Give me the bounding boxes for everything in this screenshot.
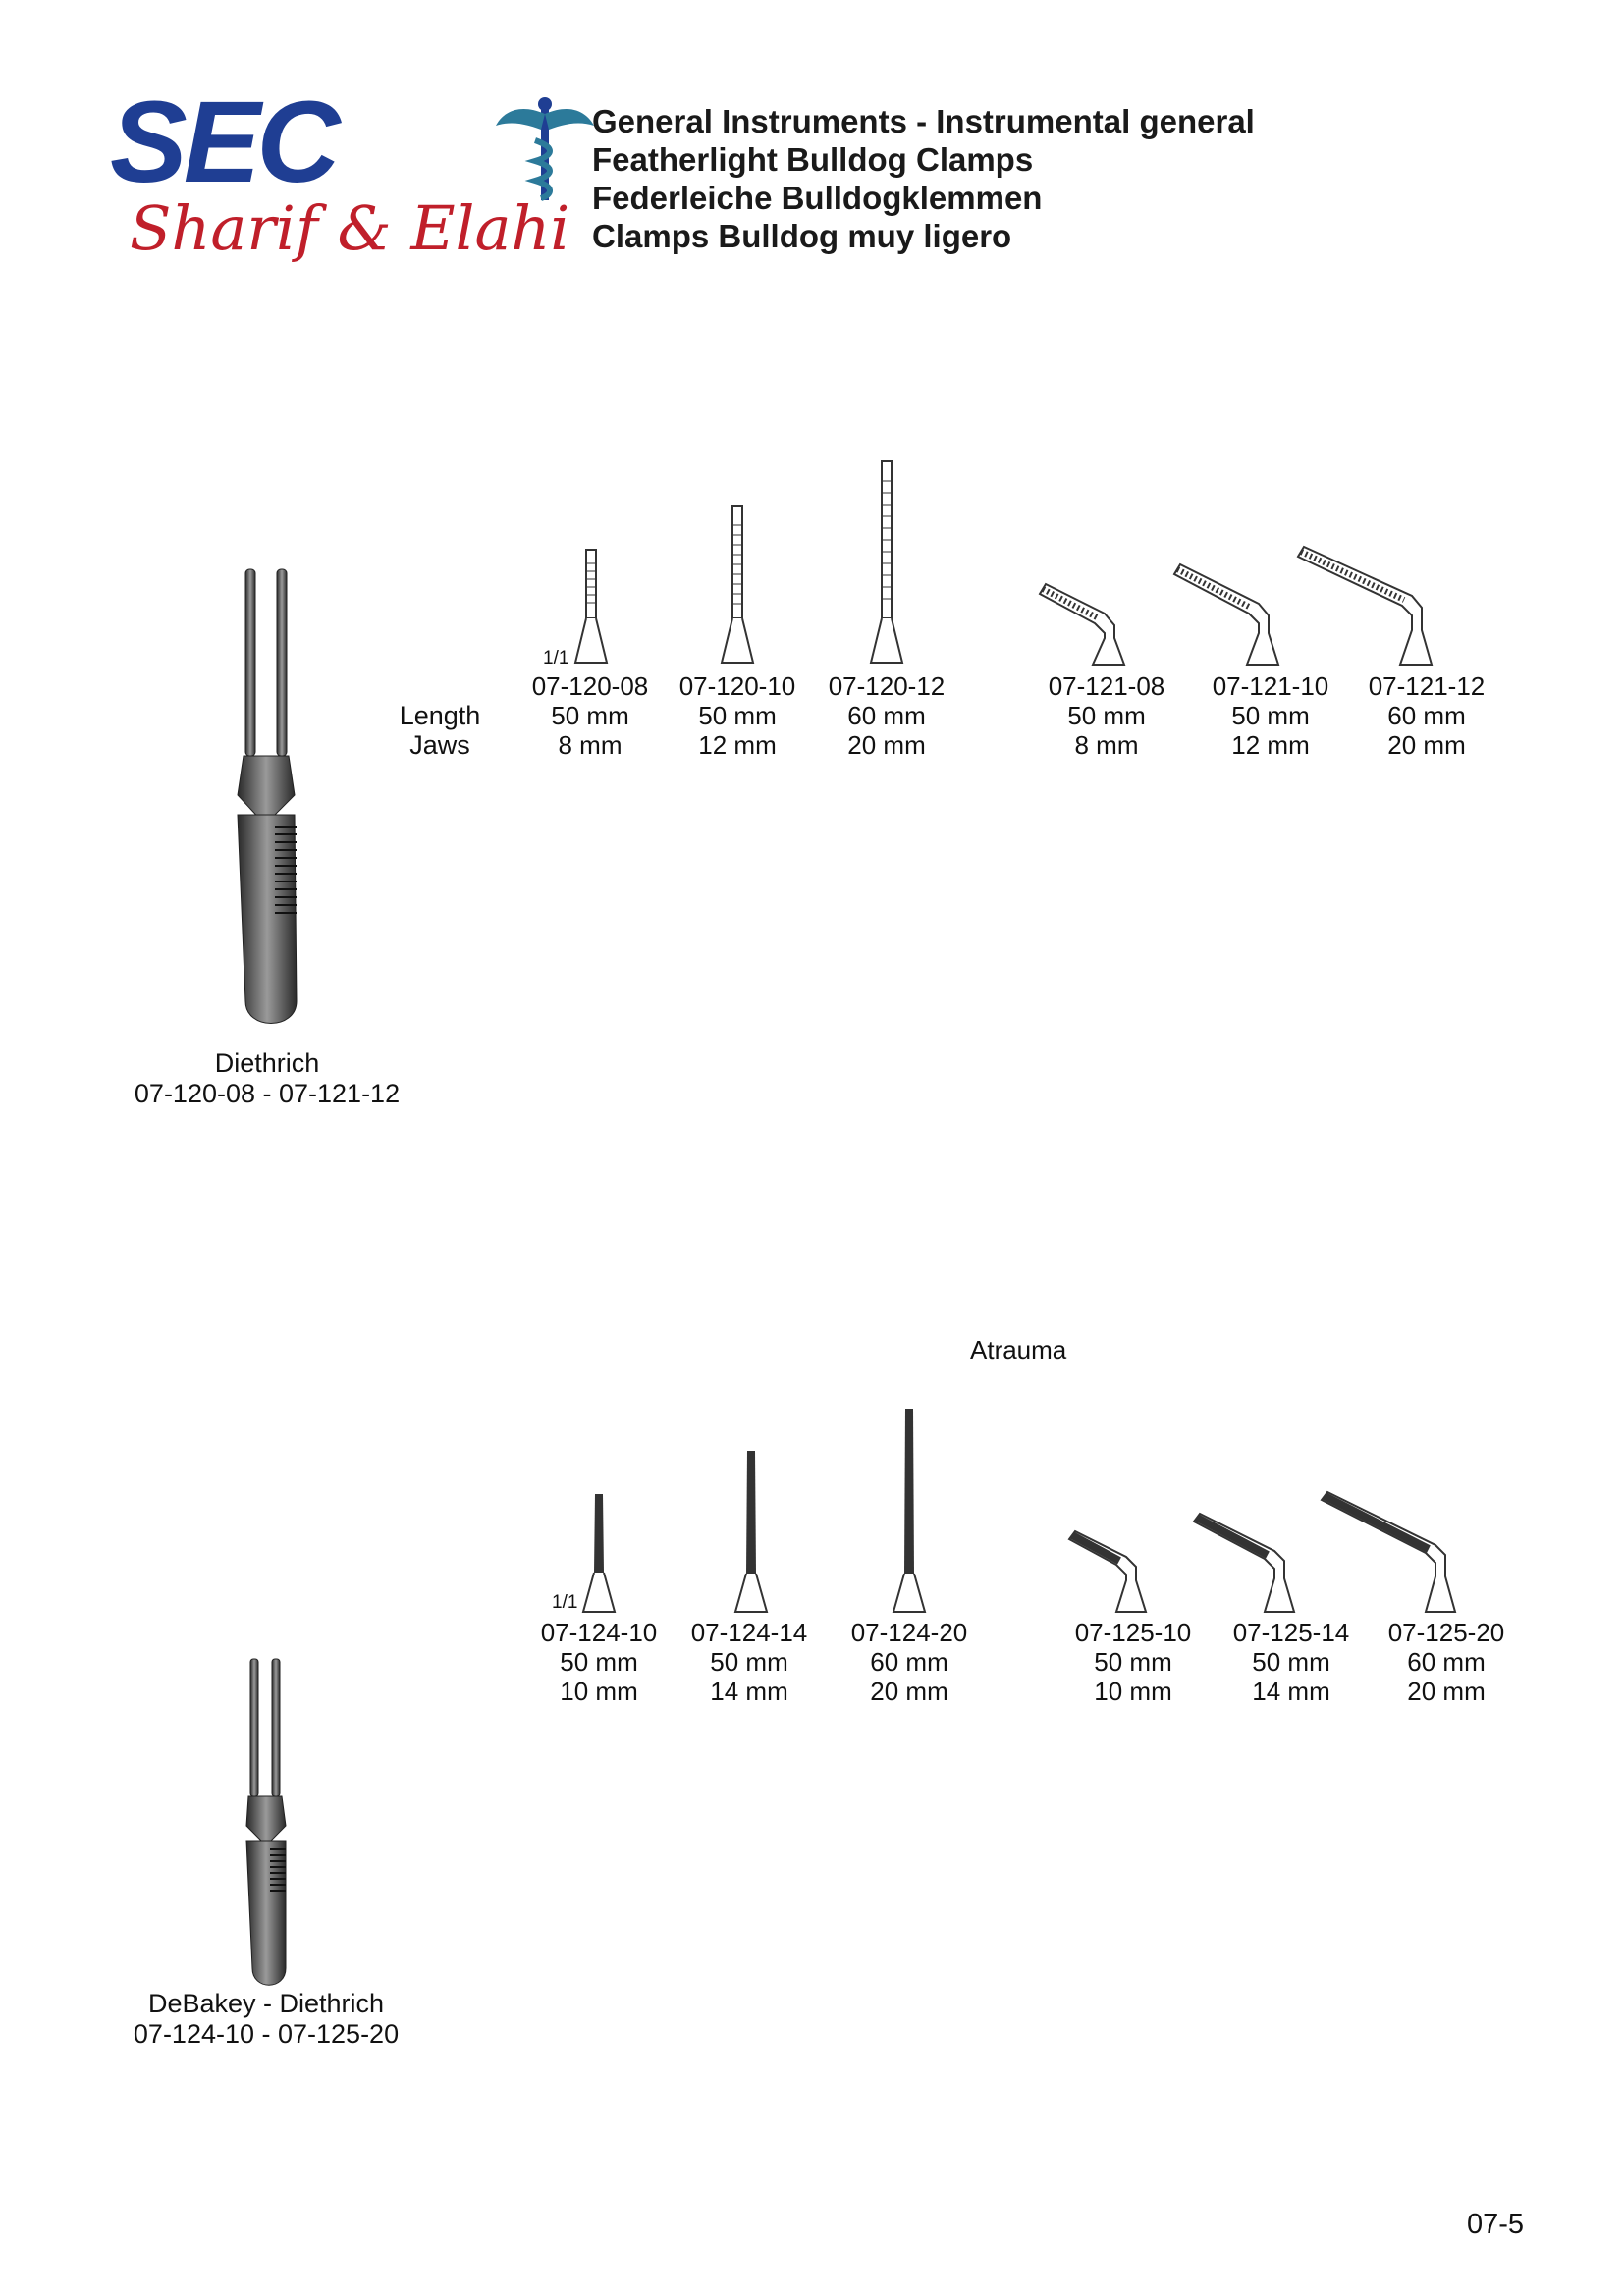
header-line-3: Federleiche Bulldogklemmen [592,180,1043,216]
clamp-07-124-20-drawing [892,1409,927,1613]
clamp-07-121-12-drawing [1296,545,1434,666]
diethrich-clamp-illustration [237,568,298,1024]
diethrich-range: 07-120-08 - 07-121-12 [134,1079,401,1108]
spec-column: 07-120-08 50 mm 8 mm [526,671,654,760]
item-code: 07-120-10 [678,671,796,701]
item-length: 50 mm [551,701,629,730]
spec-column: 07-121-12 60 mm 20 mm [1363,671,1490,760]
logo-brand-text: SEC [110,78,341,207]
spec-column: 07-124-14 50 mm 14 mm [685,1618,813,1706]
item-length: 60 mm [1387,701,1466,730]
item-length: 60 mm [847,701,926,730]
item-jaws: 12 mm [698,730,777,760]
clamp-07-124-10-drawing [581,1494,617,1613]
section1-scale-label: 1/1 [543,648,569,668]
header-titles: General Instruments - Instrumental gener… [592,102,1255,255]
diethrich-caption: Diethrich 07-120-08 - 07-121-12 [120,1048,414,1109]
header-line-2: Featherlight Bulldog Clamps [592,141,1034,178]
spec-column: 07-125-14 50 mm 14 mm [1227,1618,1355,1706]
item-jaws: 20 mm [1407,1677,1486,1706]
header-line-1: General Instruments - Instrumental gener… [592,103,1255,139]
diethrich-name: Diethrich [214,1048,320,1078]
atrauma-heading: Atrauma [970,1335,1067,1364]
debakey-clamp-illustration [245,1658,287,1986]
item-length: 60 mm [870,1647,948,1677]
clamp-07-121-08-drawing [1038,582,1126,666]
header-line-4: Clamps Bulldog muy ligero [592,218,1012,254]
clamp-07-120-12-drawing [869,460,904,664]
item-code: 07-124-20 [850,1618,968,1647]
item-jaws: 8 mm [558,730,623,760]
item-jaws: 20 mm [870,1677,948,1706]
item-jaws: 12 mm [1231,730,1310,760]
item-jaws: 14 mm [710,1677,788,1706]
spec-column: 07-124-20 60 mm 20 mm [845,1618,973,1706]
spec-column: 07-121-08 50 mm 8 mm [1043,671,1170,760]
page-number: 07-5 [1467,2209,1525,2240]
spec-column: 07-125-20 60 mm 20 mm [1382,1618,1510,1706]
item-length: 50 mm [1252,1647,1330,1677]
spec-column: 07-121-10 50 mm 12 mm [1207,671,1334,760]
item-length: 50 mm [698,701,777,730]
item-jaws: 20 mm [1387,730,1466,760]
spec-column: 07-124-10 50 mm 10 mm [535,1618,663,1706]
jaws-row-label: Jaws [409,730,470,760]
section2-scale-label: 1/1 [552,1592,578,1613]
item-code: 07-121-08 [1048,671,1165,701]
clamp-07-125-20-drawing [1320,1490,1457,1613]
item-jaws: 20 mm [847,730,926,760]
company-logo: SEC Sharif & Elahi [110,78,594,275]
item-code: 07-120-12 [828,671,946,701]
clamp-07-121-10-drawing [1172,562,1280,666]
item-code: 07-120-08 [531,671,649,701]
item-code: 07-124-10 [540,1618,658,1647]
item-length: 50 mm [560,1647,638,1677]
item-length: 60 mm [1407,1647,1486,1677]
spec-column: 07-125-10 50 mm 10 mm [1069,1618,1197,1706]
debakey-name: DeBakey - Diethrich [147,1989,385,2018]
item-length: 50 mm [1231,701,1310,730]
caduceus-icon [496,97,594,201]
clamp-07-125-10-drawing [1067,1529,1148,1613]
clamp-07-124-14-drawing [733,1451,769,1613]
spec-column: 07-120-12 60 mm 20 mm [823,671,950,760]
item-code: 07-124-14 [690,1618,808,1647]
length-row-label: Length [399,701,481,730]
item-code: 07-121-10 [1212,671,1329,701]
item-code: 07-125-14 [1232,1618,1350,1647]
item-jaws: 10 mm [1094,1677,1172,1706]
item-length: 50 mm [1067,701,1146,730]
item-code: 07-121-12 [1368,671,1486,701]
debakey-range: 07-124-10 - 07-125-20 [133,2019,400,2049]
item-code: 07-125-20 [1387,1618,1505,1647]
clamp-07-120-08-drawing [573,549,609,664]
clamp-07-125-14-drawing [1192,1512,1296,1613]
item-jaws: 14 mm [1252,1677,1330,1706]
item-jaws: 10 mm [560,1677,638,1706]
logo-script-text: Sharif & Elahi [130,192,570,264]
item-length: 50 mm [1094,1647,1172,1677]
debakey-caption: DeBakey - Diethrich 07-124-10 - 07-125-2… [114,1989,418,2050]
item-length: 50 mm [710,1647,788,1677]
clamp-07-120-10-drawing [720,505,755,664]
item-code: 07-125-10 [1074,1618,1192,1647]
spec-column: 07-120-10 50 mm 12 mm [674,671,801,760]
item-jaws: 8 mm [1074,730,1139,760]
